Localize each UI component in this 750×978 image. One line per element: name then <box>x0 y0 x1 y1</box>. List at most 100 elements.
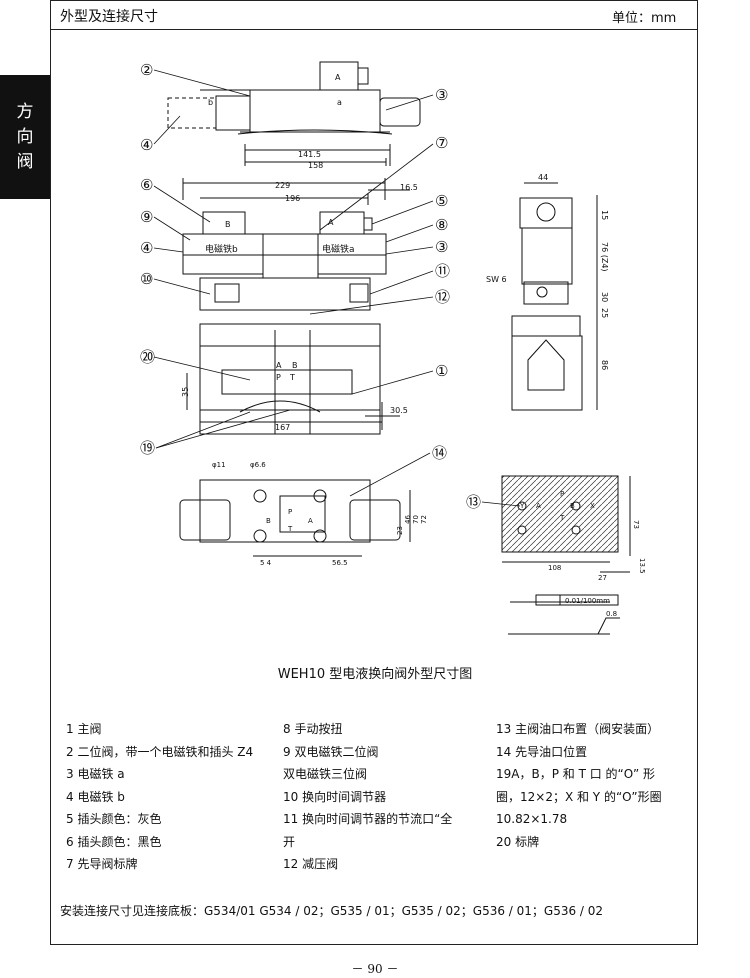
callout-14: ⑭ <box>432 444 447 462</box>
callouts: ② ③ ④ ⑦ ⑥ ⑤ ⑨ ⑧ ④ ③ ⑩ ⑪ ⑫ ⑳ ① ⑲ ⑭ ⑬ <box>140 61 481 511</box>
label-b: b <box>208 98 213 107</box>
dim-196: 196 <box>285 194 300 203</box>
dim-25: 25 <box>600 308 609 318</box>
legend-item: 14 先导油口位置 <box>496 744 588 759</box>
label-T: T <box>559 514 565 522</box>
dim-phi-6-6: φ6.6 <box>250 461 266 469</box>
callout-13: ⑬ <box>466 493 481 511</box>
side-view-labels: 44 SW 6 15 76 (Z4) 30 25 86 <box>486 173 609 370</box>
main-elevation-view <box>182 178 410 435</box>
mounting-note: 安装连接尺寸见连接底板：G534/01 G534 / 02；G535 / 01；… <box>60 904 604 918</box>
legend-column-2: 8 手动按扭 9 双电磁铁二位阀 双电磁铁三位阀 10 换向时间调节器 11 换… <box>283 718 483 876</box>
callout-8: ⑧ <box>435 216 448 234</box>
dim-35: 35 <box>181 387 190 397</box>
callout-11: ⑪ <box>435 262 450 280</box>
dim-46: 46 <box>404 515 412 524</box>
dim-73: 73 <box>632 520 640 529</box>
label-A: A <box>308 517 313 525</box>
dim-167: 167 <box>275 423 290 432</box>
callout-6: ⑥ <box>140 176 153 194</box>
legend-item: 12 减压阀 <box>283 857 339 871</box>
bottom-mounting-labels: φ11 φ6.6 B P T A 5 4 56.5 23 46 70 72 <box>212 461 428 567</box>
callout-19: ⑲ <box>140 439 155 457</box>
legend-item: 19A，B，P 和 T 口 的“O” 形 <box>496 767 656 781</box>
label-A: A <box>536 502 541 510</box>
label-P: P <box>276 373 281 382</box>
mounting-face-labels: A P B T X Y 108 27 73 13.5 0.01/100mm 0.… <box>519 490 646 618</box>
side-tab: 方 向 阀 <box>0 75 50 199</box>
top-pilot-view <box>167 61 421 166</box>
dim-15: 15 <box>600 210 609 220</box>
dim-86: 86 <box>600 360 609 370</box>
label-A-B: A <box>276 361 282 370</box>
label-P: P <box>288 508 292 516</box>
legend-item: 10.82×1.78 <box>496 812 568 826</box>
flatness-value: 0.01/100mm <box>565 597 610 605</box>
mounting-face-view <box>501 475 631 635</box>
dim-229: 229 <box>275 181 290 190</box>
figure-caption: WEH10 型电液换向阀外型尺寸图 <box>277 667 473 682</box>
side-tab-char: 阀 <box>16 151 34 172</box>
label-B: B <box>266 517 271 525</box>
legend-item: 1 主阀 <box>66 722 102 736</box>
legend-item: 20 标牌 <box>496 834 540 849</box>
dim-56-5: 56.5 <box>332 559 348 567</box>
legend-item: 11 换向时间调节器的节流口“全 <box>283 812 453 826</box>
side-view <box>511 182 598 411</box>
label-P: P <box>560 490 564 498</box>
legend-column-1: 1 主阀 2 二位阀，带一个电磁铁和插头 Z4 3 电磁铁 a 4 电磁铁 b … <box>66 718 266 876</box>
label-A: A <box>328 218 334 227</box>
legend-item: 7 先导阀标牌 <box>66 857 138 871</box>
legend-column-3: 13 主阀油口布置（阀安装面） 14 先导油口位置 19A，B，P 和 T 口 … <box>496 718 691 853</box>
dim-23: 23 <box>396 526 404 535</box>
legend-item: 13 主阀油口布置（阀安装面） <box>496 722 660 736</box>
callout-9: ⑨ <box>140 208 153 226</box>
header-divider <box>50 29 698 30</box>
legend-item: 双电磁铁三位阀 <box>283 767 368 781</box>
callout-7: ⑦ <box>435 134 448 152</box>
callout-20: ⑳ <box>140 348 155 366</box>
dim-16-5: 16.5 <box>400 183 418 192</box>
dim-phi-11: φ11 <box>212 461 226 469</box>
callout-4b: ④ <box>140 239 153 257</box>
label-T: T <box>289 373 295 382</box>
dim-44: 44 <box>538 173 548 182</box>
side-tab-char: 向 <box>16 126 34 147</box>
legend-item: 9 双电磁铁二位阀 <box>283 744 379 759</box>
label-sw6: SW 6 <box>486 275 507 284</box>
legend-item: 8 手动按扭 <box>283 722 343 736</box>
label-B-main: B <box>292 361 298 370</box>
legend-item: 开 <box>283 834 296 849</box>
dim-13-5: 13.5 <box>638 558 646 574</box>
label-Y: Y <box>519 502 525 510</box>
label-X: X <box>590 502 595 510</box>
callout-4: ④ <box>140 136 153 154</box>
dim-72: 72 <box>420 515 428 524</box>
callout-12: ⑫ <box>435 288 450 306</box>
roughness-value: 0.8 <box>606 610 617 618</box>
legend-item: 6 插头颜色：黑色 <box>66 834 162 849</box>
legend-item: 2 二位阀，带一个电磁铁和插头 Z4 <box>66 744 254 759</box>
dim-54: 5 4 <box>260 559 272 567</box>
label-B: B <box>225 220 231 229</box>
dim-30-5: 30.5 <box>390 406 408 415</box>
label-A: A <box>335 73 341 82</box>
dim-158: 158 <box>308 161 323 170</box>
dim-30: 30 <box>600 292 609 302</box>
legend-item: 4 电磁铁 b <box>66 789 125 804</box>
dim-70: 70 <box>412 515 420 524</box>
bottom-mounting-view <box>179 479 411 557</box>
callout-2: ② <box>140 61 153 79</box>
callout-5: ⑤ <box>435 192 448 210</box>
label-B: B <box>570 502 575 510</box>
label-coil-a: 电磁铁a <box>322 243 355 255</box>
callout-3: ③ <box>435 86 448 104</box>
callout-1: ① <box>435 362 448 380</box>
dim-27: 27 <box>598 574 607 582</box>
label-coil-b: 电磁铁b <box>205 243 238 255</box>
top-pilot-labels: A a b 141.5 158 <box>208 73 342 170</box>
side-tab-char: 方 <box>16 101 34 122</box>
label-T: T <box>287 525 293 533</box>
callout-3b: ③ <box>435 238 448 256</box>
label-a: a <box>337 98 342 107</box>
